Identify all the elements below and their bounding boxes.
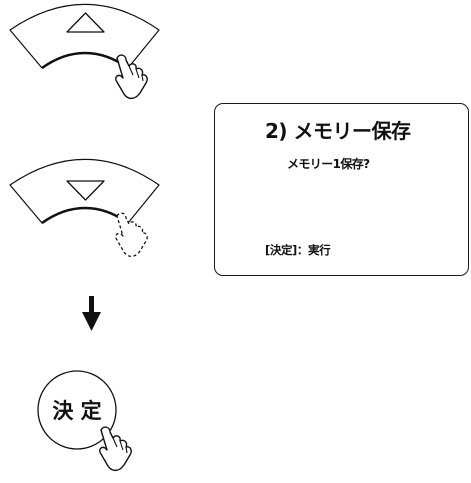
- screen-title: 2) メモリー保存: [265, 119, 411, 143]
- screen-prompt: メモリー1保存?: [287, 157, 370, 171]
- up-key[interactable]: [9, 3, 160, 100]
- enter-button-circle: [37, 370, 117, 450]
- triangle-up-icon: [66, 12, 105, 33]
- pointing-hand-icon: [99, 426, 132, 472]
- triangle-down-icon: [66, 180, 105, 201]
- screen-footer: [決定]：実行: [265, 243, 331, 257]
- down-key[interactable]: [9, 158, 160, 258]
- pointing-hand-dashed-icon: [115, 212, 148, 258]
- arrow-down-icon: [82, 296, 101, 331]
- enter-button-label: 決 定: [52, 399, 101, 423]
- enter-button[interactable]: 決 定: [37, 370, 132, 472]
- pointing-hand-icon: [115, 54, 148, 100]
- lcd-screen: 2) メモリー保存 メモリー1保存? [決定]：実行: [214, 103, 469, 276]
